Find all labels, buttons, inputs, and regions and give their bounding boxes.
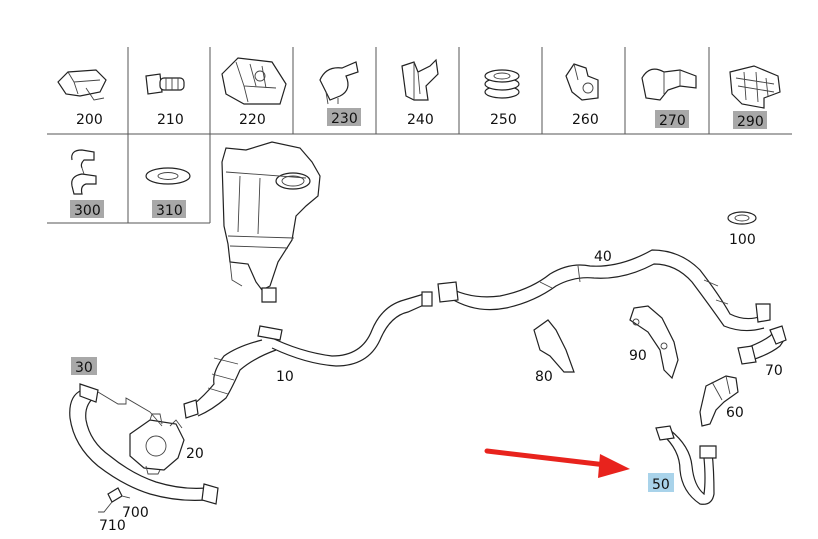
clip-240-icon[interactable] (401, 58, 439, 101)
clamp-230-icon[interactable] (319, 61, 359, 105)
clip-270-icon[interactable] (641, 68, 697, 101)
grommet-250-icon[interactable] (484, 69, 520, 99)
washer-100[interactable] (727, 211, 757, 225)
catalog-label-200[interactable]: 200 (76, 112, 103, 128)
label-700[interactable]: 700 (122, 505, 149, 521)
cover-80[interactable] (533, 319, 575, 373)
label-40[interactable]: 40 (594, 249, 612, 265)
pointer-arrow (484, 448, 630, 478)
hose-10[interactable] (183, 291, 433, 419)
expansion-tank[interactable] (221, 141, 321, 303)
water-pump-20[interactable] (129, 413, 185, 475)
catalog-label-310[interactable]: 310 (156, 203, 183, 219)
label-20[interactable]: 20 (186, 446, 204, 462)
catalog-highlight-310 (152, 200, 186, 218)
catalog-label-260[interactable]: 260 (572, 112, 599, 128)
label-50[interactable]: 50 (652, 477, 670, 493)
clip-290-icon[interactable] (729, 65, 781, 109)
bracket-220-icon[interactable] (221, 57, 287, 105)
bracket-90[interactable] (629, 305, 679, 380)
label-100[interactable]: 100 (729, 232, 756, 248)
catalog-label-290[interactable]: 290 (737, 114, 764, 130)
washer-310-icon[interactable] (145, 167, 191, 185)
label-70[interactable]: 70 (765, 363, 783, 379)
screw-210-icon[interactable] (145, 73, 185, 95)
label-90[interactable]: 90 (629, 348, 647, 364)
label-10[interactable]: 10 (276, 369, 294, 385)
catalog-highlight-300 (70, 200, 104, 218)
connector-60[interactable] (699, 375, 739, 427)
catalog-highlight-270 (655, 110, 689, 128)
clamp-300-icon[interactable] (71, 149, 97, 195)
catalog-label-250[interactable]: 250 (490, 112, 517, 128)
sensor-700[interactable] (98, 487, 131, 513)
catalog-label-210[interactable]: 210 (157, 112, 184, 128)
clip-260-icon[interactable] (565, 63, 599, 101)
hose-40[interactable] (437, 249, 771, 332)
hose-30[interactable] (69, 383, 219, 505)
catalog-label-300[interactable]: 300 (74, 203, 101, 219)
catalog-label-240[interactable]: 240 (407, 112, 434, 128)
catalog-label-220[interactable]: 220 (239, 112, 266, 128)
catalog-highlight-290 (733, 111, 767, 129)
catalog-label-230[interactable]: 230 (331, 111, 358, 127)
catalog-label-270[interactable]: 270 (659, 113, 686, 129)
highlight-30 (71, 357, 97, 375)
selected-highlight-50 (648, 473, 674, 492)
label-60[interactable]: 60 (726, 405, 744, 421)
label-30[interactable]: 30 (75, 360, 93, 376)
catalog-grid (47, 47, 792, 224)
hose-70[interactable] (737, 325, 787, 365)
catalog-highlight-230 (327, 108, 361, 126)
label-80[interactable]: 80 (535, 369, 553, 385)
label-710[interactable]: 710 (99, 518, 126, 534)
hose-50[interactable] (655, 425, 717, 505)
clip-200-icon[interactable] (57, 69, 107, 101)
